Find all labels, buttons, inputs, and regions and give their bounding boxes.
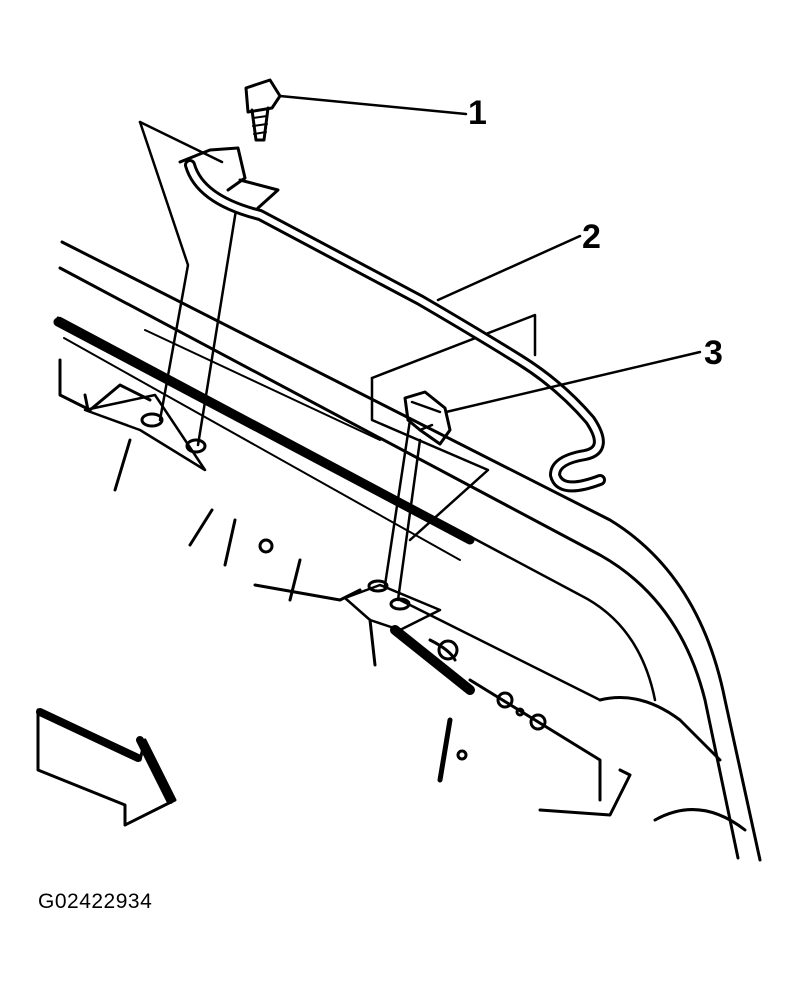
bumper-fascia: [56, 240, 762, 862]
callout-1: 1: [468, 94, 487, 132]
mounting-bracket-left: [83, 393, 207, 472]
figure-code: G02422934: [38, 890, 153, 913]
connector-clip: [403, 390, 452, 446]
callout-3: 3: [704, 334, 723, 372]
leader-line-1: [278, 94, 468, 116]
mounting-bracket-right: [343, 579, 442, 632]
inset-plane-lines: [138, 120, 537, 602]
wire-harness: [178, 146, 606, 493]
callout-2: 2: [582, 218, 601, 256]
bolt: [244, 78, 282, 142]
leader-lines: [278, 94, 702, 414]
leader-line-2: [436, 234, 582, 302]
direction-arrow-icon: [36, 708, 177, 827]
leader-line-3: [444, 350, 702, 414]
bumper-reinforcement: [53, 317, 602, 802]
